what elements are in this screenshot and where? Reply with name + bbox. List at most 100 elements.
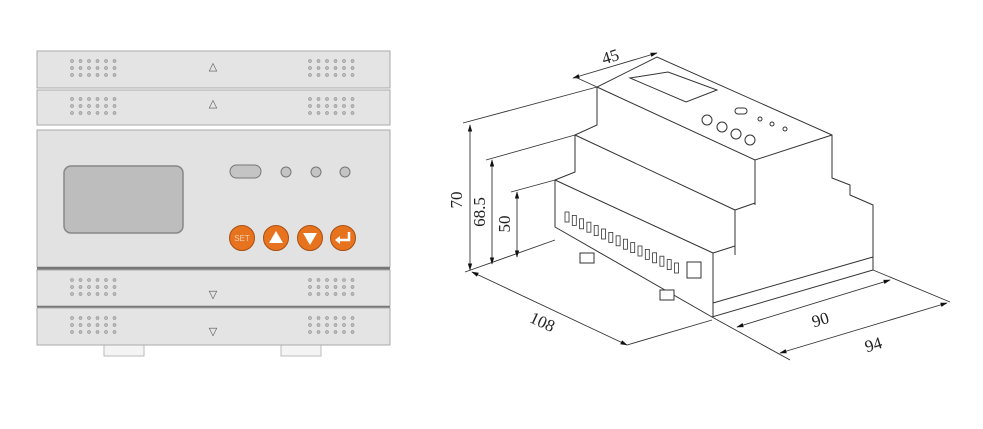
terminal-slot [674,262,679,274]
up-button[interactable] [263,225,289,251]
panel-divider [37,306,390,308]
vent-dot [104,292,108,296]
vent-dot [78,59,83,63]
vent-dot [325,97,329,101]
terminal-cover-bottom-2 [36,307,391,346]
vent-dot [70,285,74,289]
front-view-device: △ △ ▽ ▽ SET [36,50,391,357]
vent-dot [70,330,74,334]
vent-dot [70,104,74,108]
vent-dot [95,323,100,327]
vent-dot [95,73,100,77]
terminal-slot [564,211,570,223]
vent-dot [316,73,321,77]
vent-dot [342,66,346,70]
led [769,121,775,127]
dimension-lines [462,52,951,361]
enter-button[interactable] [330,225,356,251]
terminal-cover-bottom-1 [36,269,391,307]
led-indicator [339,166,351,178]
vent-dot [316,111,321,115]
vent-dot [112,59,117,63]
vent-dot [87,97,91,101]
vent-dot [350,278,355,282]
terminal-slot [623,238,628,250]
vent-dot [316,104,321,108]
terminal-cover-top-2 [36,89,391,126]
vent-dot [350,323,355,327]
vent-dot [333,59,338,63]
vent-dot [333,66,338,70]
terminal-slot [579,218,584,230]
vent-dot [316,330,321,334]
vent-dots [70,59,355,334]
vent-dot [325,104,329,108]
enter-arrow-head [335,236,340,244]
triangle-up-icon [269,231,283,243]
vent-dot [87,111,91,115]
vent-dot [308,104,312,108]
vent-dot [350,66,355,70]
key [716,121,728,133]
vent-dot [78,316,83,320]
vent-dot [95,104,100,108]
vent-dot [112,285,117,289]
vent-dot [308,111,312,115]
vent-dot [350,330,355,334]
vent-dot [308,278,312,282]
vent-dot [325,285,329,289]
vent-dot [316,292,321,296]
led [782,126,788,132]
vent-dot [70,66,74,70]
vent-dot [308,316,312,320]
vent-dot [70,323,74,327]
vent-dot [325,323,329,327]
dimension-depth-label: 108 [527,308,558,336]
vent-dot [325,292,329,296]
vent-dot [87,59,91,63]
terminal-slot [637,245,643,257]
vent-dot [78,285,83,289]
vent-dot [350,316,355,320]
vent-dot [95,330,100,334]
vent-dot [308,97,312,101]
vent-dot [333,73,338,77]
vent-dot [342,73,346,77]
vent-dot [342,59,346,63]
vent-dot [104,104,108,108]
set-button[interactable]: SET [229,225,255,251]
dimension-height-low-label: 50 [495,216,514,233]
terminal-slot [630,242,636,254]
vent-dot [112,330,117,334]
vent-dot [333,285,338,289]
triangle-down-icon: ▽ [209,326,218,338]
vent-dot [333,330,338,334]
vent-dot [342,97,346,101]
vent-dot [316,97,321,101]
vent-dot [70,59,74,63]
key [730,128,742,140]
terminal-slot [601,228,606,240]
vent-dot [87,323,91,327]
vent-dot [87,292,91,296]
vent-dot [87,330,91,334]
vent-dot [87,104,91,108]
vent-dot [325,111,329,115]
dimension-width-label: 45 [599,45,621,68]
triangle-up-icon: △ [209,98,218,110]
vent-dot [333,292,338,296]
vent-dot [112,104,117,108]
down-button[interactable] [297,225,323,251]
triangle-down-icon [303,233,317,245]
vent-dot [78,292,83,296]
clip [659,289,675,301]
vent-dot [104,278,108,282]
clip [579,252,595,264]
vent-dot [70,73,74,77]
vent-dot [333,111,338,115]
vent-dot [78,73,83,77]
vent-dot [350,111,355,115]
ir-port [229,164,262,179]
vent-dot [78,323,83,327]
